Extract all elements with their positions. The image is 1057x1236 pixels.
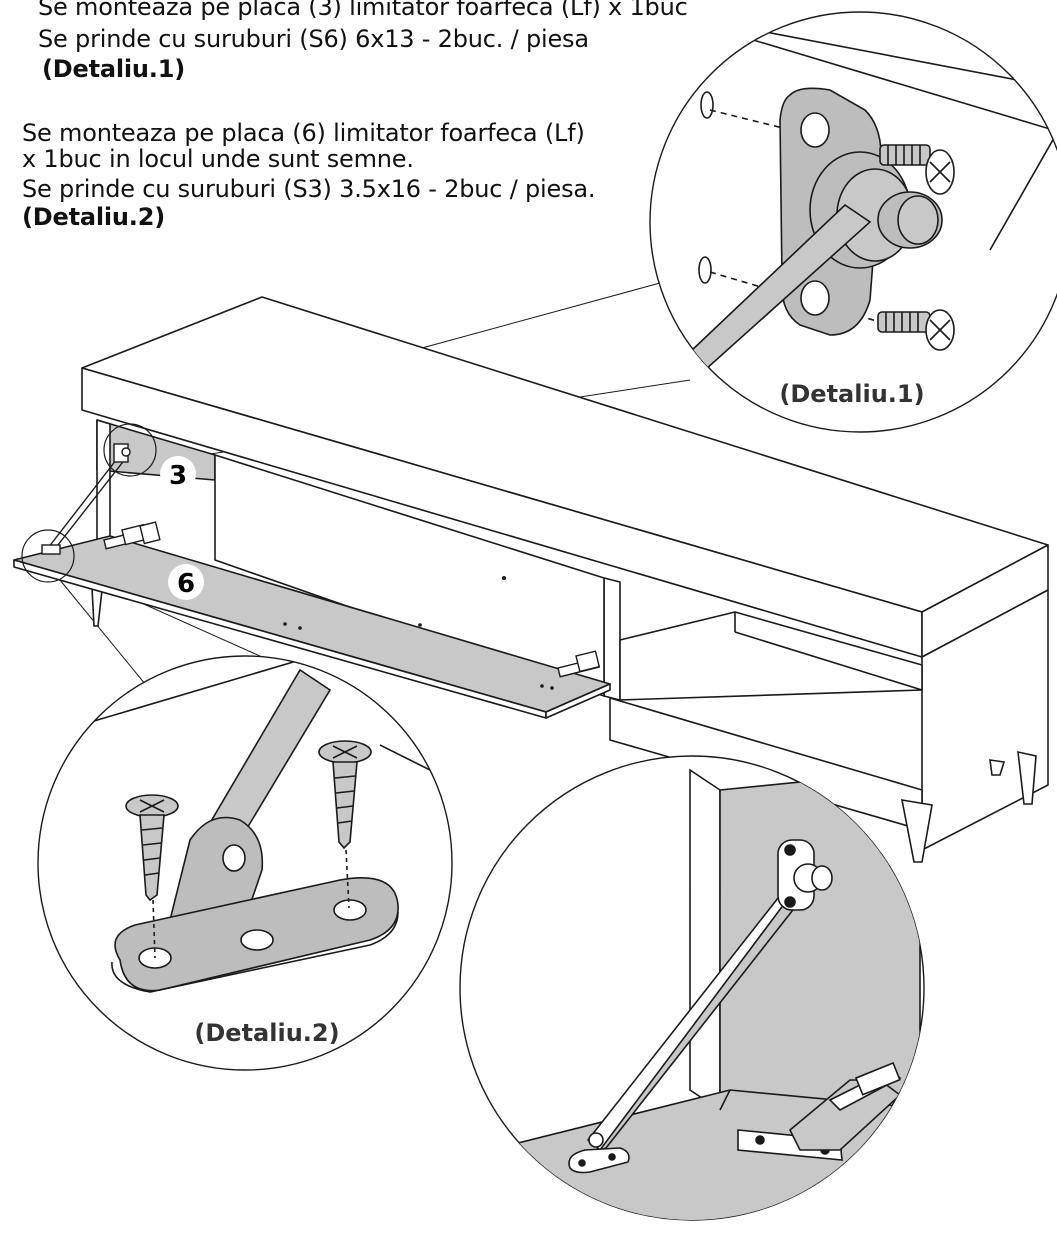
part-badge-3: 3 — [160, 456, 196, 492]
part-number-6: 6 — [177, 569, 195, 599]
detail-1-label: (Detaliu.1) — [779, 380, 924, 408]
part-badge-6: 6 — [168, 564, 204, 600]
leg-back-right — [1017, 750, 1037, 805]
callout-circle-detail1 — [103, 423, 157, 477]
tv-cabinet — [81, 296, 1049, 851]
step1-text-line2: Se prinde cu suruburi (S6) 6x13 - 2buc. … — [38, 25, 589, 53]
left-compartment-interior — [214, 454, 605, 697]
detail1-screw-top — [879, 144, 955, 195]
right-compartment-shelf — [619, 611, 923, 701]
mark-dots — [283, 576, 554, 690]
leg-back-mid — [989, 759, 1006, 776]
leg-front-mid — [900, 799, 933, 863]
door-panel-6 — [13, 535, 611, 719]
detail2-screw-right — [318, 740, 372, 909]
installed-side-panel-edge — [689, 768, 721, 1112]
cabinet-divider — [603, 577, 621, 701]
detail-2-label: (Detaliu.2) — [194, 1019, 339, 1047]
cabinet-right-side — [921, 589, 1049, 851]
callout-circles — [21, 423, 157, 583]
callout-circle-detail2 — [21, 529, 75, 583]
detail2-screw-left — [125, 794, 179, 959]
step2-text-line2: x 1buc in locul unde sunt semne. — [22, 145, 414, 173]
cabinet-legs — [91, 587, 1037, 863]
leg-front-left — [91, 587, 103, 627]
installed-view-circle — [459, 755, 925, 1221]
step2-text-line3: Se prinde cu suruburi (S3) 3.5x16 - 2buc… — [22, 175, 596, 203]
step1-detail-ref: (Detaliu.1) — [42, 55, 185, 83]
detail-2-circle: (Detaliu.2) — [37, 655, 453, 1071]
detail-1-circle: (Detaliu.1) — [649, 11, 1057, 433]
hinge-right — [557, 650, 601, 678]
hinge-left — [103, 521, 161, 550]
detail1-screw-bottom — [877, 309, 955, 351]
step2-text-line1: Se monteaza pe placa (6) limitator foarf… — [22, 119, 585, 147]
part-number-3: 3 — [169, 461, 187, 491]
step2-detail-ref: (Detaliu.2) — [22, 203, 165, 231]
step1-text-line1: Se monteaza pe placa (3) limitator foarf… — [38, 0, 688, 21]
door-hinges — [103, 521, 601, 678]
